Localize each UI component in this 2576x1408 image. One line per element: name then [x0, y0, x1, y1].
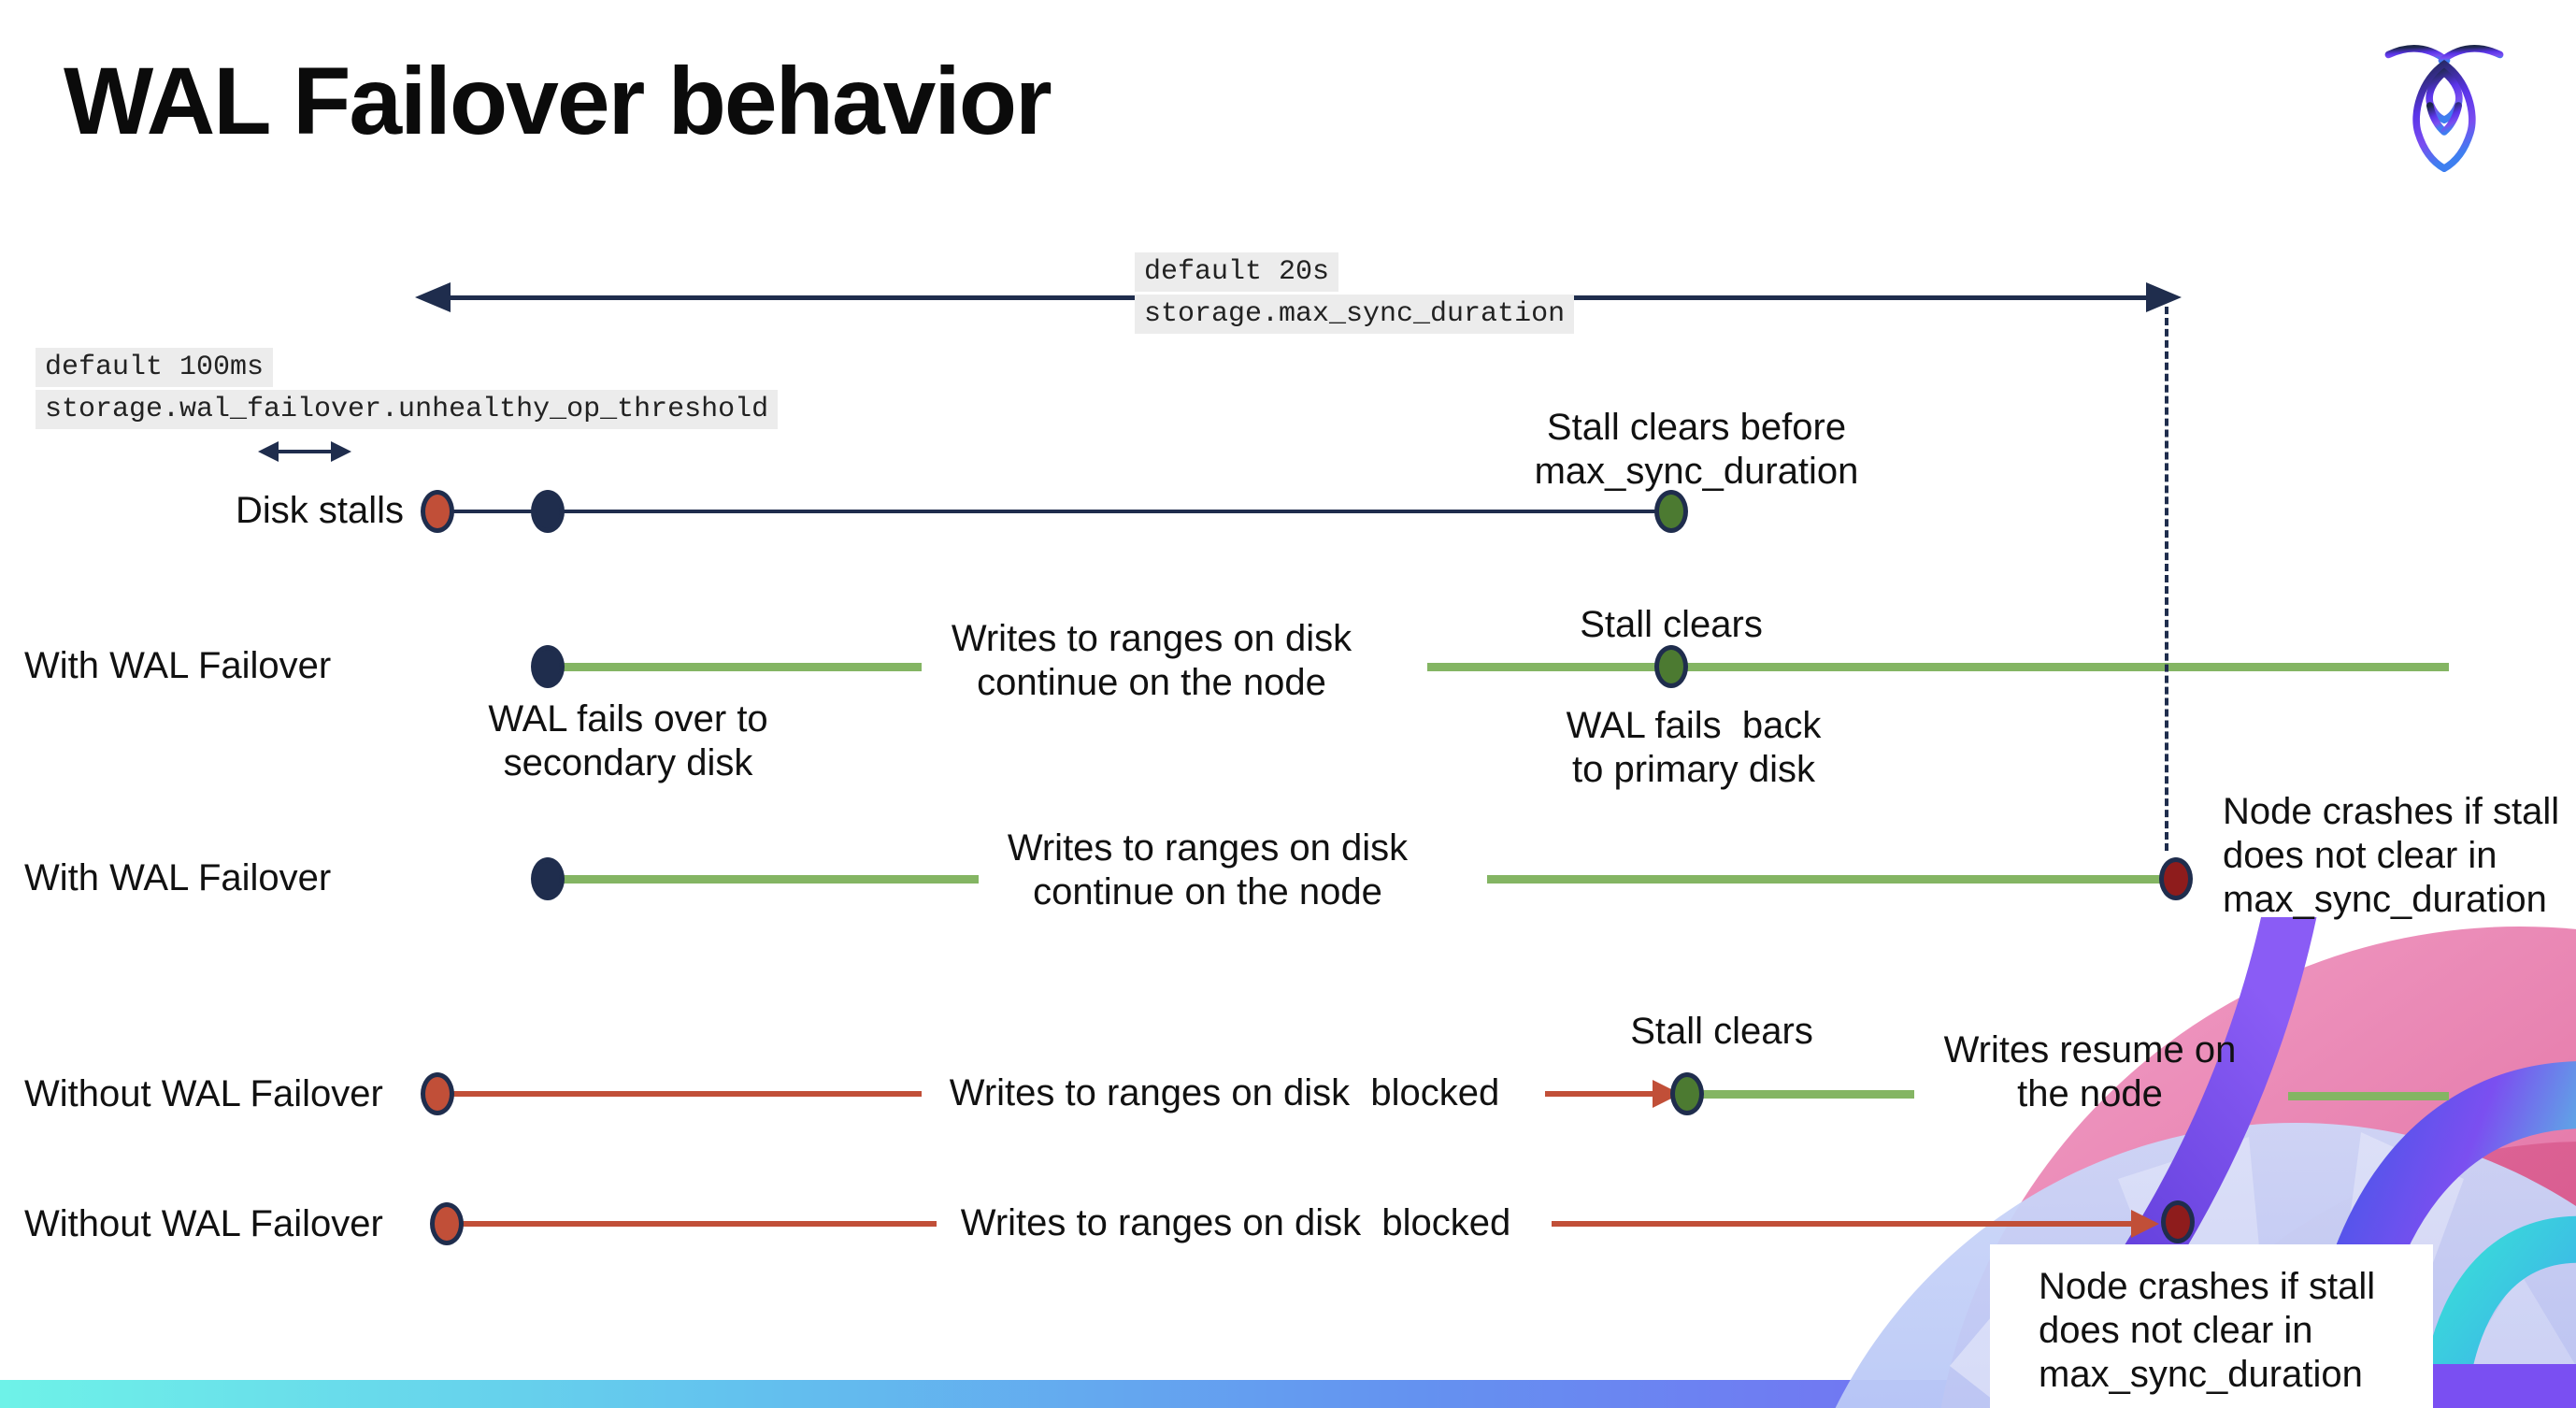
max-sync-setting-label: default 20s storage.max_sync_duration	[1135, 252, 1575, 337]
node-crash-dot-2	[2161, 1200, 2195, 1243]
stall-clears-annotation-2: Stall clears	[1630, 1011, 1813, 1052]
red-arrowhead-icon-2	[2131, 1210, 2159, 1238]
writes-continue-line-2	[1427, 663, 2449, 671]
writes-blocked-line-1	[449, 1091, 922, 1097]
stall-clears-annotation-1: Stall clears	[1580, 604, 1763, 645]
failover-trigger-dot-1	[531, 645, 565, 688]
cockroachdb-logo-icon	[2384, 45, 2504, 172]
writes-continue-line-3	[559, 875, 979, 884]
disk-stall-start-dot-3	[430, 1202, 464, 1245]
disk-stall-start-dot-2	[421, 1072, 454, 1115]
row-label-with-wal-failover-2: With WAL Failover	[24, 857, 332, 898]
unhealthy-op-threshold-label: default 100ms storage.wal_failover.unhea…	[36, 348, 779, 432]
wal-fails-over-annotation: WAL fails over to secondary disk	[488, 698, 768, 783]
stall-clears-dot-2	[1654, 645, 1688, 688]
stall-clears-dot	[1654, 490, 1688, 533]
max-sync-default-value: default 20s	[1135, 252, 1339, 292]
writes-resume-line-1	[1699, 1090, 1914, 1099]
node-crashes-callout-box: Node crashes if stall does not clear in …	[1990, 1244, 2433, 1408]
node-crashes-annotation-2: Node crashes if stall does not clear in …	[2039, 1266, 2376, 1395]
writes-resume-line-2	[2288, 1092, 2449, 1100]
stall-clears-before-annotation: Stall clears before max_sync_duration	[1534, 407, 1859, 492]
writes-blocked-annotation-1: Writes to ranges on disk blocked	[949, 1072, 1500, 1113]
stall-clears-dot-3	[1670, 1072, 1704, 1115]
row-label-without-wal-failover-1: Without WAL Failover	[24, 1073, 383, 1114]
writes-resume-annotation: Writes resume on the node	[1943, 1029, 2237, 1114]
max-sync-setting-name: storage.max_sync_duration	[1135, 295, 1575, 334]
writes-blocked-annotation-2: Writes to ranges on disk blocked	[960, 1202, 1511, 1243]
blocked-arrow-line-1	[1545, 1091, 1659, 1097]
writes-continue-line-1	[559, 663, 922, 671]
node-crashes-annotation-1: Node crashes if stall does not clear in …	[2223, 791, 2560, 920]
threshold-arrow-line	[275, 450, 335, 453]
threshold-default-value: default 100ms	[36, 348, 274, 387]
wal-fails-back-annotation: WAL fails back to primary disk	[1566, 705, 1822, 790]
writes-blocked-line-2	[458, 1221, 937, 1227]
writes-continue-annotation-1: Writes to ranges on disk continue on the…	[951, 618, 1352, 703]
failover-trigger-dot-2	[531, 857, 565, 900]
threshold-setting-name: storage.wal_failover.unhealthy_op_thresh…	[36, 390, 779, 429]
writes-continue-annotation-2: Writes to ranges on disk continue on the…	[1007, 827, 1409, 912]
max-sync-deadline-dashed-line	[2165, 307, 2168, 851]
row-label-without-wal-failover-2: Without WAL Failover	[24, 1203, 383, 1244]
disk-stall-start-dot	[421, 490, 454, 533]
threshold-arrowhead-right-icon	[331, 441, 351, 462]
page-title: WAL Failover behavior	[64, 48, 1052, 154]
writes-continue-line-4	[1487, 875, 2165, 884]
row-label-with-wal-failover-1: With WAL Failover	[24, 645, 332, 686]
node-crash-dot-1	[2159, 857, 2193, 900]
row-label-disk-stalls: Disk stalls	[235, 490, 404, 531]
arrowhead-right-icon	[2146, 282, 2182, 312]
threshold-arrowhead-left-icon	[258, 441, 279, 462]
arrowhead-left-icon	[415, 282, 451, 312]
disk-stall-timeline	[437, 510, 1673, 513]
blocked-arrow-line-2	[1552, 1221, 2136, 1227]
threshold-reached-dot	[531, 490, 565, 533]
